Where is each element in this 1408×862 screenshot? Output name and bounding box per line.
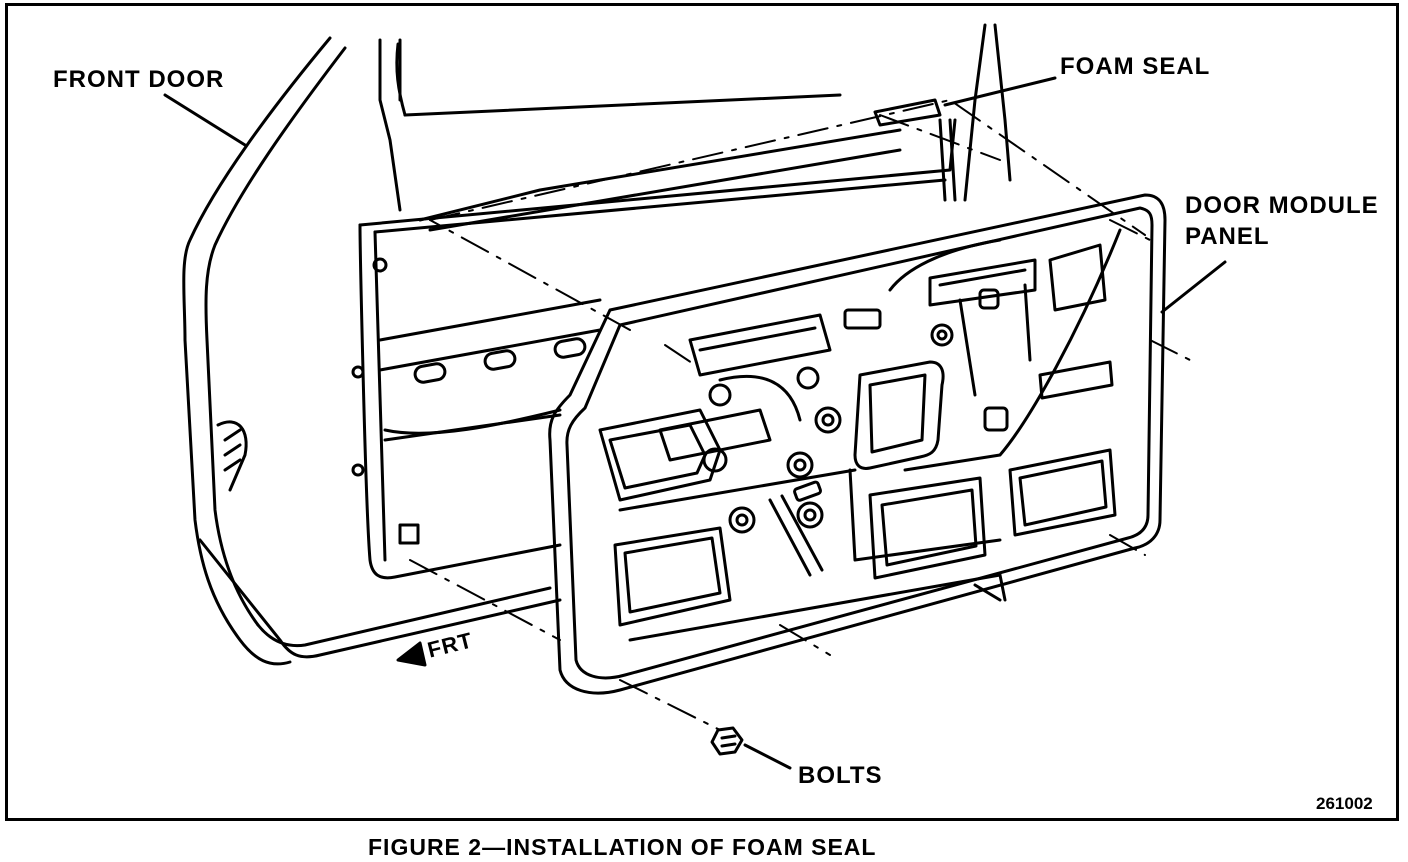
leader-door-module xyxy=(1160,260,1227,314)
leader-foam-seal xyxy=(943,76,1057,107)
figure-frame xyxy=(5,3,1399,821)
front-door-label: FRONT DOOR xyxy=(53,66,225,93)
door-module-label-line1: DOOR MODULE xyxy=(1185,192,1379,219)
front-door-shell xyxy=(182,36,957,666)
leader-lines xyxy=(163,76,1227,770)
door-module-panel-label: DOOR MODULE PANEL xyxy=(1185,194,1379,249)
foam-seal-label: FOAM SEAL xyxy=(1060,53,1211,80)
front-arrow-icon xyxy=(396,641,427,667)
door-module-panel xyxy=(548,193,1167,695)
bolt-icon xyxy=(710,726,744,756)
figure-caption: FIGURE 2—INSTALLATION OF FOAM SEAL xyxy=(368,834,877,860)
glass-run-channel xyxy=(938,23,1012,202)
figure-reference-number: 261002 xyxy=(1316,794,1373,813)
bolts-label: BOLTS xyxy=(798,762,883,789)
foam-seal xyxy=(873,98,942,127)
leader-front-door xyxy=(163,93,247,147)
leader-bolts xyxy=(743,743,792,770)
door-module-label-line2: PANEL xyxy=(1185,223,1270,250)
foam-seal-phantom-lines xyxy=(409,99,1191,736)
